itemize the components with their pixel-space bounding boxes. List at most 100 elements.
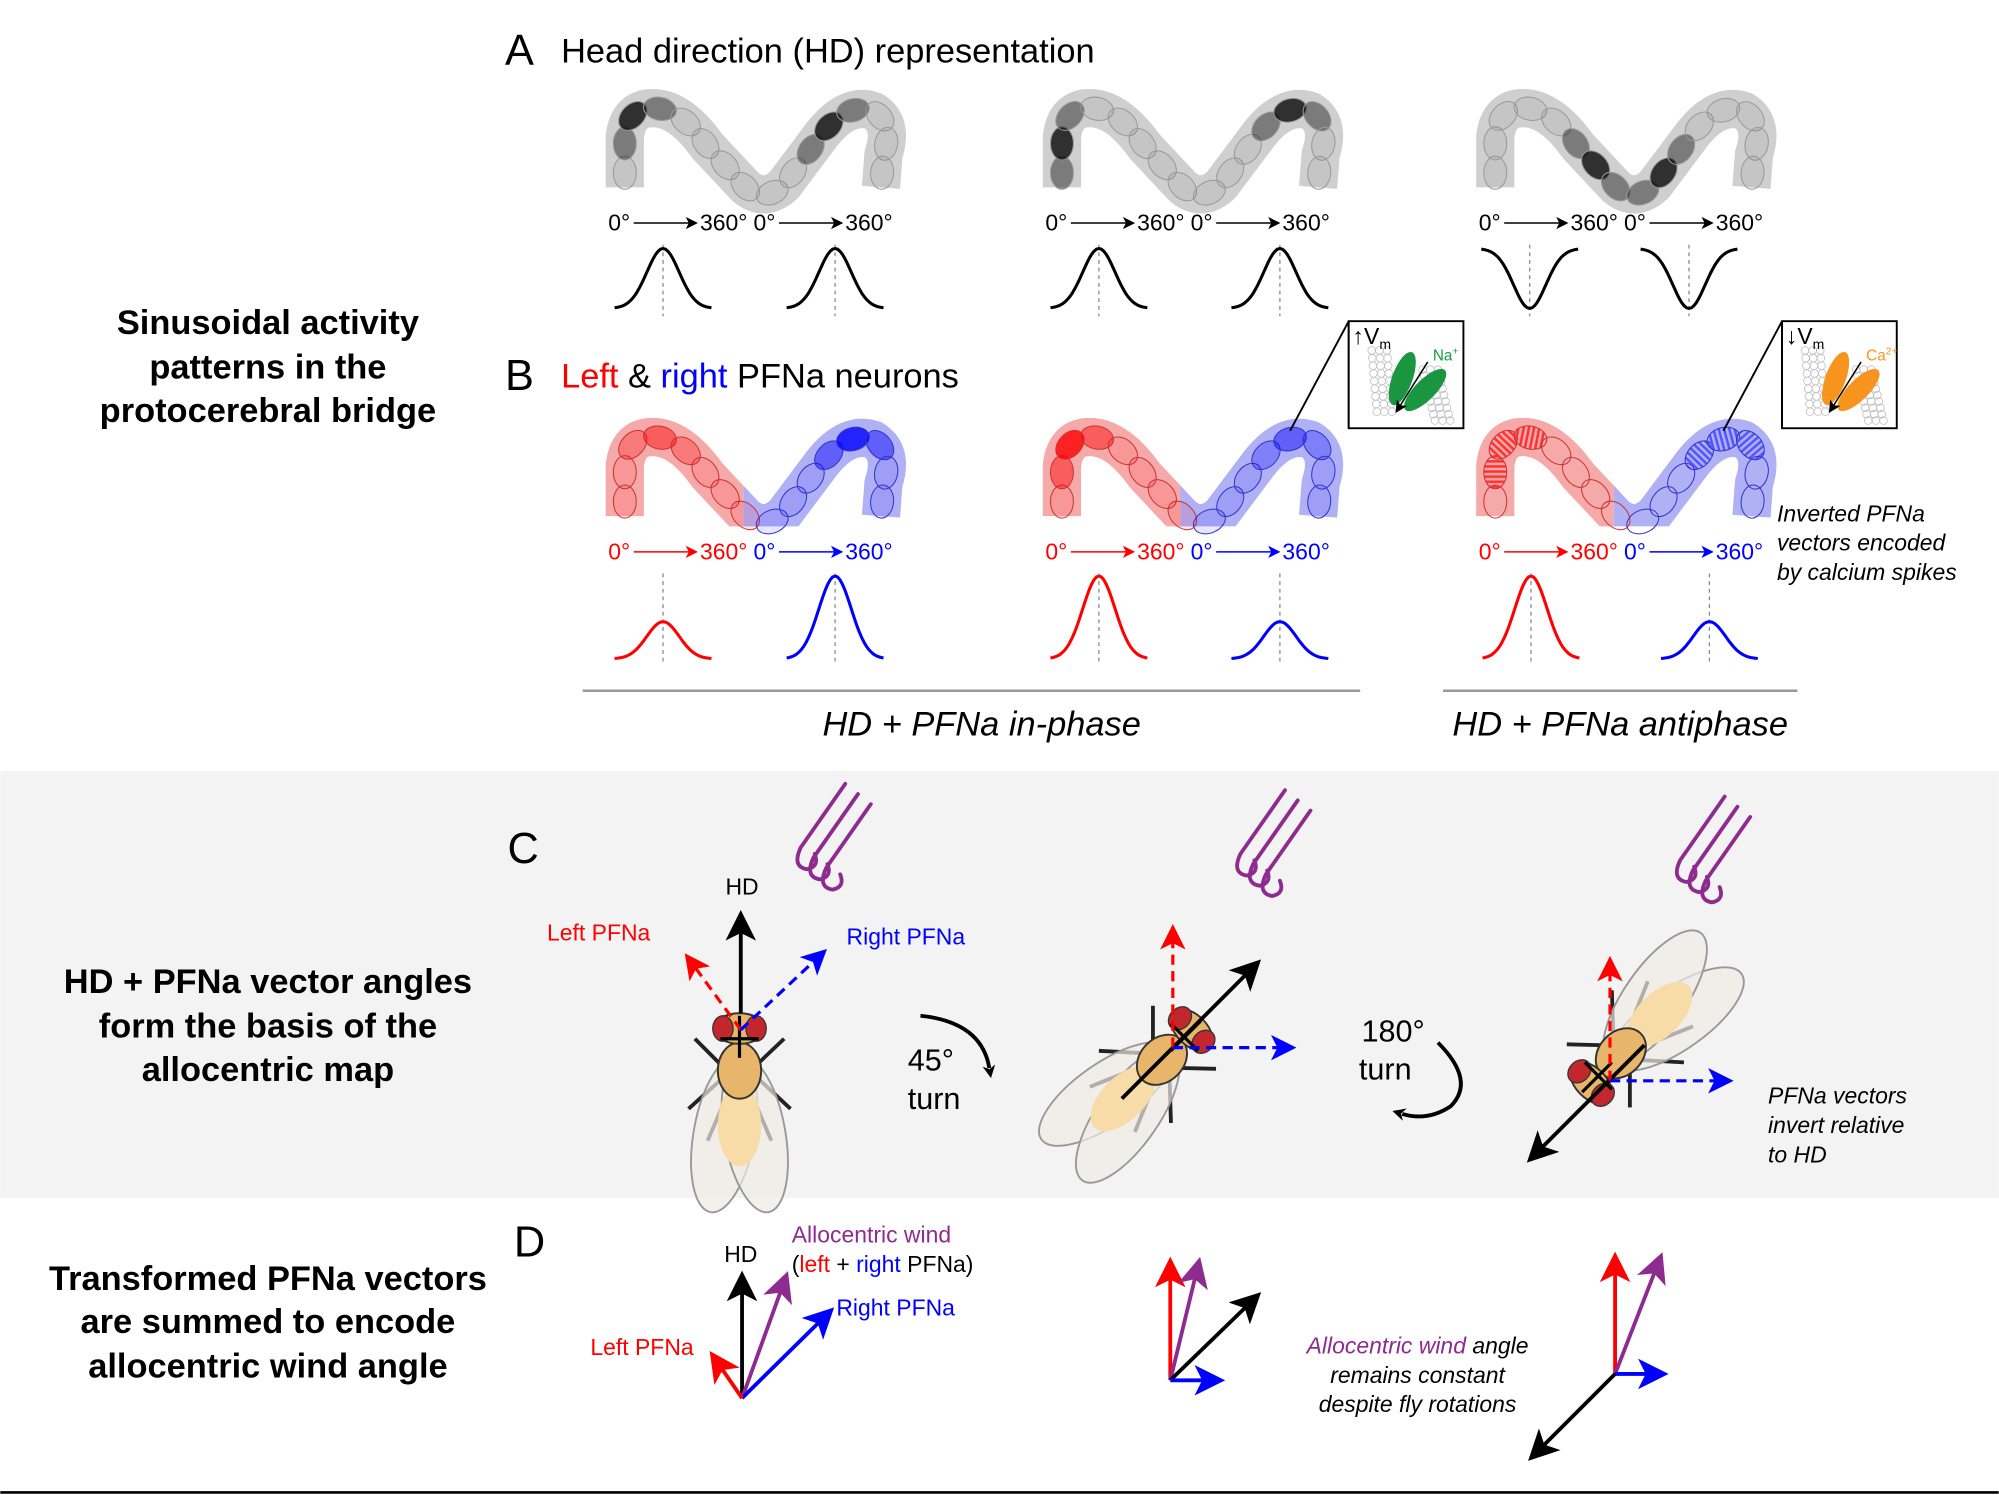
ion-charge: + xyxy=(1452,346,1458,357)
bridge-axis: 0°360°0°360° xyxy=(1479,539,1764,565)
right-pfna-label: Right PFNa xyxy=(836,1294,955,1320)
lipid-icon xyxy=(1874,397,1884,406)
glomerulus xyxy=(1049,126,1074,161)
wind-label: Allocentric wind xyxy=(792,1222,951,1248)
ion: Ca xyxy=(1866,348,1886,365)
glomerulus xyxy=(870,155,895,190)
glomerulus xyxy=(1216,486,1245,518)
glomerulus xyxy=(642,96,677,122)
note-line: vectors encoded xyxy=(1777,530,1947,556)
glomerulus xyxy=(755,179,789,206)
glomerulus xyxy=(1307,155,1332,190)
glomerulus xyxy=(1128,128,1157,160)
glomerulus xyxy=(1684,111,1714,142)
glomerulus xyxy=(670,436,701,466)
glomerulus xyxy=(1311,126,1336,161)
turn-arrow-icon xyxy=(1392,1041,1463,1121)
turn-arrow-icon xyxy=(920,1013,996,1079)
protocerebral-bridge xyxy=(1484,94,1771,209)
glomerulus xyxy=(1649,486,1678,518)
glomerulus xyxy=(612,484,637,519)
wind-stroke xyxy=(808,792,860,882)
note-line: by calcium spikes xyxy=(1777,559,1957,585)
axis-start-label: 0° xyxy=(1624,539,1646,565)
axis-start-label: 0° xyxy=(754,539,776,565)
vm-sub: m xyxy=(1379,336,1391,352)
wind-arrow xyxy=(1613,1252,1666,1375)
glomerulus xyxy=(1483,155,1508,190)
note-wind: Allocentric wind xyxy=(1305,1333,1468,1359)
note-line: despite fly rotations xyxy=(1319,1391,1517,1417)
protocerebral-bridge xyxy=(1050,94,1337,209)
lipid-icon xyxy=(1877,410,1887,419)
note-line: Inverted PFNa xyxy=(1777,500,1925,526)
right-pfna-label: Right PFNa xyxy=(847,923,966,949)
left-pfna-arrow xyxy=(709,1351,744,1400)
glomerulus xyxy=(870,484,895,519)
axis-end-label: 360° xyxy=(700,539,747,565)
glomerulus xyxy=(710,479,740,509)
glomerulus xyxy=(691,128,720,160)
antiphase-label: HD + PFNa antiphase xyxy=(1452,705,1788,743)
wind-sum-label: (left + right PFNa) xyxy=(792,1251,974,1277)
glomerulus xyxy=(612,455,637,490)
row-label-line: allocentric map xyxy=(142,1051,394,1089)
glomerulus xyxy=(612,126,637,161)
hd-label: HD xyxy=(725,874,758,900)
left-pfna-label: Left PFNa xyxy=(547,920,651,946)
glomerulus xyxy=(1735,430,1765,461)
glomerulus xyxy=(865,101,895,132)
lipid-icon xyxy=(1445,416,1455,425)
vm-label: ↑Vm xyxy=(1353,323,1391,352)
panel-b-title: Left & right PFNa neurons xyxy=(561,357,959,395)
glomerulus xyxy=(1107,436,1139,466)
hd-arrow xyxy=(1168,1292,1262,1382)
glomerulus xyxy=(1649,157,1678,189)
panel-a-title: Head direction (HD) representation xyxy=(561,32,1095,70)
turn-word: turn xyxy=(908,1082,961,1116)
leg xyxy=(1566,1042,1604,1048)
leg xyxy=(1179,1065,1217,1071)
turn-angle: 45° xyxy=(908,1044,954,1078)
axis-end-label: 360° xyxy=(1570,539,1617,565)
title-right: right xyxy=(661,357,728,395)
ion-label: Ca2+ xyxy=(1866,346,1897,364)
left-word: left xyxy=(799,1251,830,1277)
row-label-line: protocerebral bridge xyxy=(100,392,437,430)
wind-arrow xyxy=(740,1271,792,1399)
row-label-line: Transformed PFNa vectors xyxy=(49,1260,487,1298)
glomerulus xyxy=(1483,126,1508,161)
vm-sub: m xyxy=(1813,336,1825,352)
leg xyxy=(1151,1005,1155,1042)
panel-b-letter: B xyxy=(505,352,534,400)
glomerulus xyxy=(1541,107,1572,137)
zoom-line xyxy=(1289,320,1350,432)
wind-stroke xyxy=(820,802,873,892)
note-line: PFNa vectors xyxy=(1768,1083,1907,1109)
lipid-icon xyxy=(1879,416,1888,425)
glomerulus xyxy=(1273,97,1307,123)
glomerulus xyxy=(1744,126,1769,161)
vector-sum-1: HD Allocentric wind (left + right PFNa) … xyxy=(590,1222,974,1400)
leg xyxy=(1627,1071,1632,1108)
wind-stroke xyxy=(1674,794,1727,884)
glomerulus xyxy=(1233,133,1262,165)
glomerulus xyxy=(1581,479,1611,509)
vector-sum-2 xyxy=(1154,1256,1262,1396)
glomerulus xyxy=(1302,430,1332,461)
right-pfna-arrow xyxy=(739,948,827,1031)
row-label-ab: Sinusoidal activity patterns in the prot… xyxy=(100,304,437,430)
bridge-axis: 0°360°0°360° xyxy=(1045,539,1330,565)
glomerulus xyxy=(1216,157,1245,189)
glomerulus xyxy=(1192,508,1226,535)
note-line: remains constant xyxy=(1330,1362,1506,1388)
glomerulus xyxy=(1740,155,1765,190)
protocerebral-bridge xyxy=(1050,423,1337,535)
hd-label: HD xyxy=(724,1241,757,1267)
bridge-axis: 0°360°0°360° xyxy=(608,210,893,236)
bridge-axis: 0°360°0°360° xyxy=(1479,210,1764,236)
panel-a-letter: A xyxy=(505,27,534,75)
glomerulus xyxy=(836,426,870,452)
note-rest: angle xyxy=(1466,1333,1529,1359)
axis-start-label: 0° xyxy=(1045,210,1067,236)
